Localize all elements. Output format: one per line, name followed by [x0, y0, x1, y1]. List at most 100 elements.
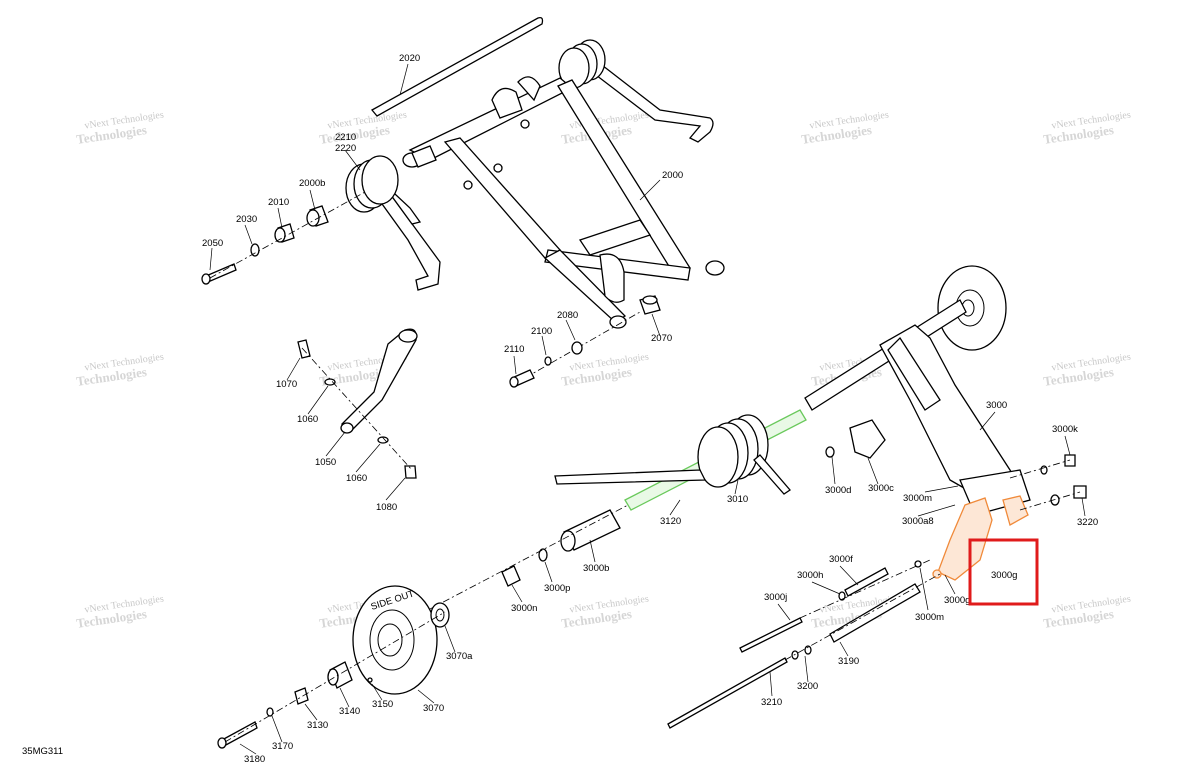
bolt-3000j[interactable] — [739, 617, 803, 653]
bushing-2000b-end[interactable] — [306, 209, 320, 227]
bolt-3210[interactable] — [667, 657, 788, 729]
part-label[interactable]: 3000k — [1052, 424, 1078, 435]
part-label[interactable]: 2110 — [504, 344, 524, 355]
part-label[interactable]: 3000m — [903, 493, 932, 504]
arm-nut[interactable] — [520, 119, 530, 129]
arm-lower-leg[interactable] — [543, 249, 627, 323]
part-label[interactable]: 3010 — [727, 494, 748, 505]
part-label[interactable]: 3000 — [986, 400, 1007, 411]
washer-3200[interactable] — [804, 645, 812, 655]
washer-3170[interactable] — [266, 707, 274, 717]
spring-arm-right[interactable] — [591, 61, 714, 143]
part-label[interactable]: 3000j — [764, 592, 787, 603]
nut-3000k[interactable] — [1064, 454, 1076, 467]
arm-tube[interactable] — [411, 145, 437, 168]
part-label[interactable]: 3140 — [339, 706, 360, 717]
part-label[interactable]: 3000n — [511, 603, 537, 614]
part-label[interactable]: 2220 — [335, 143, 356, 154]
bracket-3000g[interactable] — [937, 497, 993, 581]
washer-3000h[interactable] — [838, 591, 846, 601]
washer-2100[interactable] — [544, 356, 552, 366]
highlight-label[interactable]: 3000g — [991, 570, 1017, 581]
part-label[interactable]: 3210 — [761, 697, 782, 708]
washer-2030[interactable] — [250, 243, 260, 257]
part-label[interactable]: 3000g — [944, 595, 970, 606]
part-label[interactable]: 3000h — [797, 570, 823, 581]
part-label[interactable]: 3170 — [272, 741, 293, 752]
sleeve-3000b-end[interactable] — [560, 530, 576, 552]
bushing-2010-end[interactable] — [274, 227, 286, 243]
spring-coil-left[interactable] — [361, 155, 399, 205]
bracket-3000g-nut[interactable] — [932, 569, 942, 579]
arm-crossbar[interactable] — [408, 77, 574, 161]
part-label[interactable]: 3000f — [829, 554, 853, 565]
nut-1080[interactable] — [404, 465, 417, 479]
part-label[interactable]: 2100 — [531, 326, 552, 337]
part-label[interactable]: 3120 — [660, 516, 681, 527]
ring-3000p[interactable] — [538, 548, 548, 562]
part-label[interactable]: 2070 — [651, 333, 672, 344]
arm-bracket[interactable] — [578, 219, 652, 256]
part-label[interactable]: 3000d — [825, 485, 851, 496]
nut-3000d[interactable] — [825, 446, 835, 458]
pin-3000f[interactable] — [844, 567, 889, 597]
part-label[interactable]: 2030 — [236, 214, 257, 225]
part-label[interactable]: 2020 — [399, 53, 420, 64]
nut-3000m[interactable] — [914, 560, 922, 568]
part-label[interactable]: 3130 — [307, 720, 328, 731]
link-boss[interactable] — [340, 422, 354, 434]
arm-leg-left[interactable] — [443, 137, 562, 259]
washer[interactable] — [1040, 465, 1048, 475]
bolt-2110-head[interactable] — [509, 376, 519, 388]
arm-bushing[interactable] — [705, 260, 725, 276]
bracket-3000g[interactable] — [1002, 495, 1029, 526]
part-label[interactable]: 3190 — [838, 656, 859, 667]
link-boss[interactable] — [398, 329, 418, 343]
part-label[interactable]: 3070a — [446, 651, 473, 662]
highlight-box[interactable] — [968, 538, 1039, 606]
wheel-3070[interactable] — [352, 585, 438, 695]
rod-2020[interactable] — [370, 16, 544, 117]
bolt-3180[interactable] — [221, 721, 258, 747]
part-label[interactable]: 3000c — [868, 483, 894, 494]
part-label[interactable]: 1080 — [376, 502, 397, 513]
bracket-3000c[interactable] — [849, 419, 886, 459]
insert-3000n[interactable] — [501, 565, 521, 587]
arm-bushing[interactable] — [609, 315, 627, 329]
part-label[interactable]: 1070 — [276, 379, 297, 390]
part-label[interactable]: 3000m — [915, 612, 944, 623]
rear-arm-bracket[interactable] — [887, 336, 941, 411]
shaft-3190[interactable] — [829, 583, 921, 643]
part-label[interactable]: 2050 — [202, 238, 223, 249]
bushing-3130[interactable] — [294, 687, 309, 705]
idler-wheel[interactable] — [937, 265, 1007, 351]
part-label[interactable]: 3150 — [372, 699, 393, 710]
washer-3220[interactable] — [1050, 494, 1060, 506]
spring-arm-3010[interactable] — [554, 469, 707, 485]
bolt-1070[interactable] — [297, 339, 311, 359]
washer-1060[interactable] — [324, 378, 336, 386]
arm-nut[interactable] — [493, 163, 503, 173]
part-label[interactable]: 1060 — [346, 473, 367, 484]
spring-arm-left[interactable] — [371, 178, 441, 291]
pin-3150[interactable] — [367, 677, 373, 683]
arm-bracket-top[interactable] — [491, 87, 523, 119]
spacer-3140-end[interactable] — [327, 668, 339, 686]
part-label[interactable]: 2010 — [268, 197, 289, 208]
washer-1060[interactable] — [377, 436, 389, 444]
washer-2080[interactable] — [571, 341, 583, 355]
part-label[interactable]: 3070 — [423, 703, 444, 714]
arm-loop[interactable] — [599, 253, 625, 303]
part-label[interactable]: 3180 — [244, 754, 265, 765]
bolt-3180-head[interactable] — [217, 737, 227, 749]
part-label[interactable]: 3200 — [797, 681, 818, 692]
spring-coil-3010[interactable] — [697, 426, 739, 488]
bolt-2050-head[interactable] — [201, 273, 211, 285]
part-label[interactable]: 3000a8 — [902, 516, 934, 527]
bearing-3070a[interactable] — [430, 602, 450, 628]
part-label[interactable]: 2000b — [299, 178, 325, 189]
bushing-2070-flange[interactable] — [642, 295, 658, 305]
washer-3200[interactable] — [791, 650, 799, 660]
arm-bracket-top[interactable] — [517, 76, 541, 102]
arm-nut[interactable] — [463, 180, 473, 190]
